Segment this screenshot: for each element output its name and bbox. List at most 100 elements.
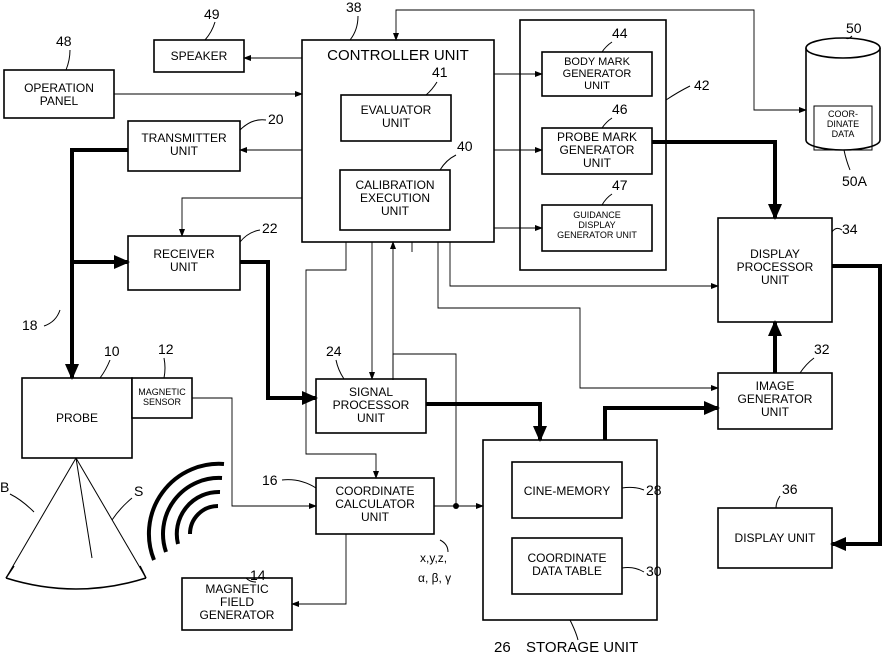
display-processor-label-line-3: UNIT [761, 273, 790, 287]
guidance-display-generator-label-line-1: GUIDANCE [573, 210, 621, 220]
operation-panel-label-line-1: OPERATION [24, 81, 94, 95]
operation-panel-ref: 48 [56, 33, 72, 49]
speaker-label-line-1: SPEAKER [171, 49, 228, 63]
coordinate-calculator-block: COORDINATECALCULATORUNIT [316, 478, 434, 534]
beam-s-label: S [134, 483, 143, 499]
receiver-unit-block: RECEIVERUNIT [128, 236, 240, 290]
display-unit-label: DISPLAY UNIT [735, 531, 817, 545]
speaker-label: SPEAKER [171, 49, 228, 63]
body-mark-generator-block: BODY MARKGENERATORUNIT [542, 52, 652, 96]
coordinate-data-label-line-2: DINATE [827, 119, 859, 129]
probe-label: PROBE [56, 411, 98, 425]
image-generator-label-line-1: IMAGE [756, 379, 795, 393]
display-processor-label-line-1: DISPLAY [750, 247, 800, 261]
probe-mark-generator-label-line-1: PROBE MARK [557, 130, 637, 144]
coordinate-data-label: COOR-DINATEDATA [827, 109, 859, 139]
display-processor-block: DISPLAYPROCESSORUNIT [718, 218, 832, 322]
group-42-ref: 42 [694, 77, 710, 93]
receiver-unit-label-line-1: RECEIVER [153, 247, 215, 261]
signal-processor-label-line-3: UNIT [357, 411, 386, 425]
evaluator-unit-block: EVALUATORUNIT [341, 95, 451, 141]
probe-mark-generator-ref: 46 [612, 101, 628, 117]
coordinates-line1: x,y,z, [420, 551, 447, 565]
controller-unit-label-line-1: CONTROLLER UNIT [327, 47, 469, 64]
magnetic-field-generator-ref: 14 [250, 567, 266, 583]
cable-ref: 18 [22, 317, 38, 333]
evaluator-unit-label-line-2: UNIT [382, 116, 411, 130]
transmitter-unit-ref: 20 [268, 111, 284, 127]
beam-b-label: B [0, 479, 9, 495]
coordinate-calculator-label-line-2: CALCULATOR [335, 497, 415, 511]
cine-memory-label: CINE-MEMORY [524, 484, 610, 498]
calibration-execution-label-line-2: EXECUTION [360, 191, 430, 205]
calibration-execution-block: CALIBRATIONEXECUTIONUNIT [340, 170, 450, 230]
body-mark-generator-label-line-3: UNIT [584, 80, 610, 92]
magnetic-sensor-label: MAGNETICSENSOR [138, 387, 186, 407]
coordinate-data-table-label-line-1: COORDINATE [527, 551, 606, 565]
display-unit-block: DISPLAY UNIT [718, 508, 832, 568]
signal-processor-label-line-1: SIGNAL [349, 385, 393, 399]
calibration-execution-label-line-1: CALIBRATION [355, 178, 434, 192]
magnetic-field-generator-label-line-1: MAGNETIC [205, 582, 269, 596]
coordinate-data-label-line-3: DATA [832, 129, 855, 139]
coordinate-data-store: COOR-DINATEDATA [806, 38, 880, 150]
image-generator-label-line-3: UNIT [761, 405, 790, 419]
evaluator-unit-ref: 41 [432, 64, 448, 80]
coordinate-data-table-label: COORDINATEDATA TABLE [527, 551, 606, 578]
probe-block: PROBE [22, 378, 132, 458]
controller-unit-ref: 38 [346, 0, 362, 15]
display-unit-ref: 36 [782, 481, 798, 497]
evaluator-unit-label-line-1: EVALUATOR [361, 103, 432, 117]
magnetic-field-generator-label-line-2: FIELD [220, 595, 254, 609]
magnetic-field-generator-block: MAGNETICFIELDGENERATOR [182, 578, 292, 630]
probe-label-line-1: PROBE [56, 411, 98, 425]
magnetic-sensor-ref: 12 [158, 341, 174, 357]
body-mark-generator-label-line-1: BODY MARK [564, 56, 630, 68]
magnetic-field-waves-icon [149, 464, 224, 560]
coordinate-calculator-ref: 16 [262, 472, 278, 488]
display-processor-label-line-2: PROCESSOR [737, 260, 814, 274]
coordinate-data-table-block: COORDINATEDATA TABLE [512, 538, 622, 594]
speaker-block: SPEAKER [154, 40, 244, 72]
receiver-unit-ref: 22 [262, 220, 278, 236]
image-generator-label-line-2: GENERATOR [738, 392, 813, 406]
guidance-display-generator-block: GUIDANCEDISPLAYGENERATOR UNIT [542, 205, 652, 251]
operation-panel-block: OPERATIONPANEL [4, 70, 114, 118]
body-mark-generator-ref: 44 [612, 25, 628, 41]
transmitter-unit-label-line-1: TRANSMITTER [141, 131, 227, 145]
coordinate-calculator-label-line-1: COORDINATE [335, 484, 414, 498]
controller-unit-label: CONTROLLER UNIT [327, 47, 469, 64]
ultrasound-beam-fan [6, 458, 146, 589]
magnetic-field-generator-label-line-3: GENERATOR [200, 608, 275, 622]
probe-mark-generator-block: PROBE MARKGENERATORUNIT [542, 128, 652, 174]
calibration-execution-label-line-3: UNIT [381, 204, 410, 218]
display-unit-label-line-1: DISPLAY UNIT [735, 531, 817, 545]
coordinate-calculator-label-line-3: UNIT [361, 510, 390, 524]
body-mark-generator-label-line-2: GENERATOR [563, 68, 632, 80]
coordinate-data-ref: 50 [846, 20, 862, 36]
signal-processor-block: SIGNALPROCESSORUNIT [316, 379, 426, 433]
transmitter-unit-block: TRANSMITTERUNIT [128, 121, 240, 171]
cine-memory-ref: 28 [646, 482, 662, 498]
calibration-execution-ref: 40 [457, 138, 473, 154]
coordinate-data-table-label-line-2: DATA TABLE [532, 564, 602, 578]
probe-mark-generator-label-line-2: GENERATOR [560, 143, 635, 157]
coordinates-line2: α, β, γ [418, 571, 451, 585]
probe-ref: 10 [104, 343, 120, 359]
transmitter-unit-label-line-2: UNIT [170, 144, 199, 158]
magnetic-sensor-block: MAGNETICSENSOR [132, 378, 192, 418]
magnetic-sensor-label-line-2: SENSOR [143, 397, 182, 407]
cine-memory-block: CINE-MEMORY [512, 462, 622, 518]
display-processor-ref: 34 [842, 221, 858, 237]
storage-unit-label: STORAGE UNIT [526, 639, 638, 656]
guidance-display-generator-label-line-2: DISPLAY [578, 220, 615, 230]
guidance-display-generator-ref: 47 [612, 177, 628, 193]
probe-mark-generator-label-line-3: UNIT [583, 156, 612, 170]
image-generator-ref: 32 [814, 341, 830, 357]
coordinate-data-table-ref: 30 [646, 563, 662, 579]
signal-processor-ref: 24 [326, 343, 342, 359]
storage-unit-ref: 26 [494, 639, 511, 656]
magnetic-sensor-label-line-1: MAGNETIC [138, 387, 186, 397]
guidance-display-generator-label-line-3: GENERATOR UNIT [557, 230, 637, 240]
